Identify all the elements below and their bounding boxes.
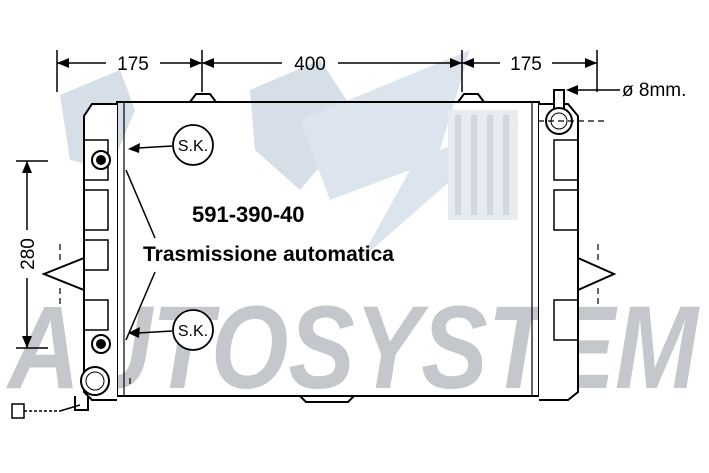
bottom-left-pipe xyxy=(80,366,110,396)
top-right-pipe xyxy=(545,89,573,135)
part-code: 591-390-40 xyxy=(192,202,305,227)
dimension-core-width: 400 xyxy=(294,54,326,75)
left-mount-bracket xyxy=(41,256,85,292)
callout-bottom-label: S.K. xyxy=(178,323,208,340)
callout-top-label: S.K. xyxy=(178,138,208,155)
callout-bottom: S.K. xyxy=(128,309,214,351)
watermark-text: AUTOSYSTEM xyxy=(5,282,700,414)
callout-top: S.K. xyxy=(128,124,214,166)
bottom-drain-plug xyxy=(91,334,111,354)
dimension-right-width: 175 xyxy=(510,54,542,75)
dimension-arrows xyxy=(22,58,597,348)
pipe-diameter-label: ø 8mm. xyxy=(622,80,686,101)
left-tank xyxy=(83,103,117,401)
right-mount-bracket xyxy=(577,256,617,292)
top-drain-plug xyxy=(91,150,111,170)
callout-leaders xyxy=(125,169,156,341)
dimension-height: 280 xyxy=(18,238,39,270)
right-tank-fins xyxy=(553,139,578,341)
right-tank xyxy=(539,103,579,401)
sensor-fitting-icon xyxy=(11,403,81,419)
dimension-left-width: 175 xyxy=(117,54,149,75)
watermark-graphics xyxy=(60,50,520,260)
left-centerlines xyxy=(59,244,131,386)
part-description: Trasmissione automatica xyxy=(143,243,394,266)
